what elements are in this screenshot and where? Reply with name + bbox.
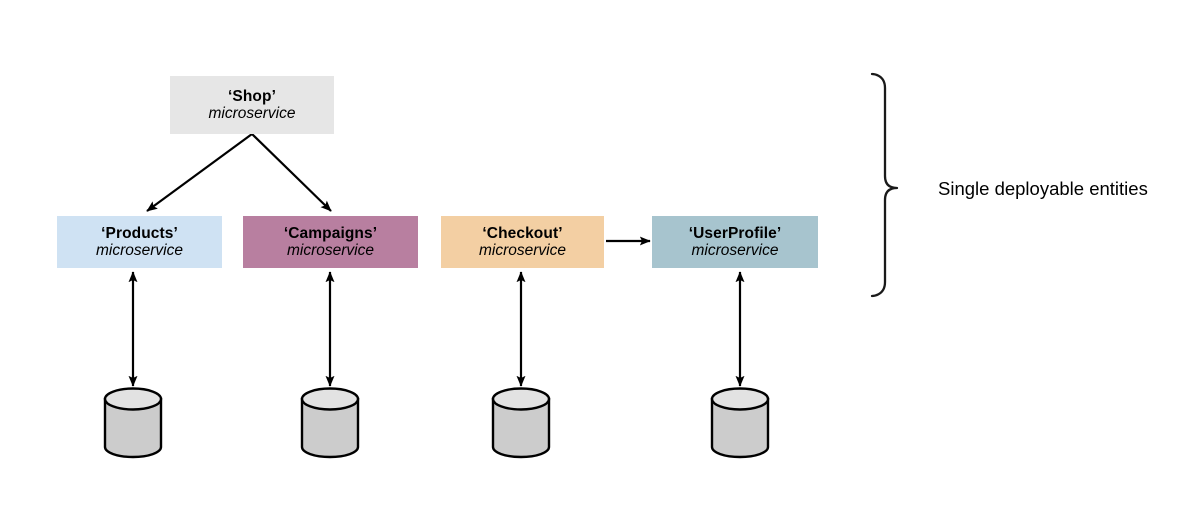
node-shop[interactable]: ‘Shop’ microservice bbox=[170, 76, 334, 134]
node-userprofile-subtitle: microservice bbox=[691, 242, 779, 259]
grouping-brace bbox=[870, 72, 899, 298]
connector-shop-to-campaigns bbox=[251, 133, 332, 212]
node-checkout-subtitle: microservice bbox=[479, 242, 566, 259]
node-checkout[interactable]: ‘Checkout’ microservice bbox=[441, 216, 604, 268]
node-products[interactable]: ‘Products’ microservice bbox=[57, 216, 222, 268]
database-cylinder-userprofile bbox=[710, 387, 770, 459]
node-products-subtitle: microservice bbox=[96, 242, 183, 259]
node-campaigns-title: ‘Campaigns’ bbox=[283, 224, 378, 242]
node-checkout-title: ‘Checkout’ bbox=[482, 224, 563, 242]
node-shop-title: ‘Shop’ bbox=[228, 87, 276, 105]
database-cylinder-checkout bbox=[491, 387, 551, 459]
database-cylinder-products bbox=[103, 387, 163, 459]
node-campaigns-subtitle: microservice bbox=[287, 242, 374, 259]
node-userprofile[interactable]: ‘UserProfile’ microservice bbox=[652, 216, 818, 268]
annotation-single-deployable-entities: Single deployable entities bbox=[938, 178, 1148, 199]
node-shop-subtitle: microservice bbox=[208, 105, 296, 122]
node-campaigns[interactable]: ‘Campaigns’ microservice bbox=[243, 216, 418, 268]
connector-shop-to-products bbox=[146, 133, 253, 212]
database-cylinder-campaigns bbox=[300, 387, 360, 459]
node-products-title: ‘Products’ bbox=[101, 224, 178, 242]
node-userprofile-title: ‘UserProfile’ bbox=[688, 224, 782, 242]
